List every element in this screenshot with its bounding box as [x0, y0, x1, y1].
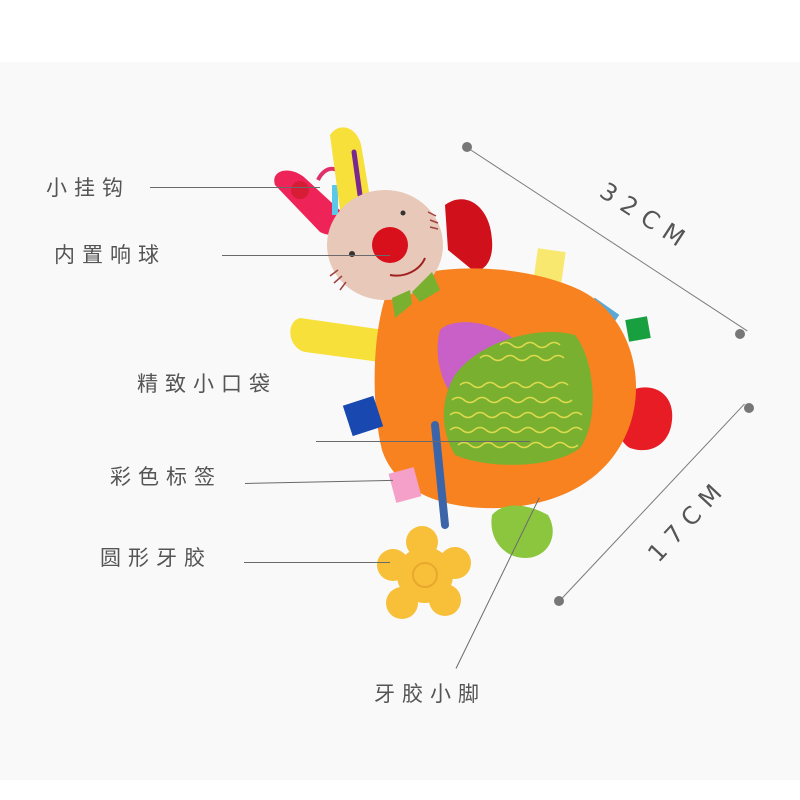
callout-teether-feet-label: 牙胶小脚	[374, 682, 486, 706]
pocket-icon	[443, 331, 593, 465]
tag-pink-icon	[388, 467, 422, 503]
callout-pocket-label: 精致小口袋	[137, 372, 277, 396]
callout-rattle-label: 内置响球	[54, 243, 166, 267]
red-nose-icon	[372, 227, 408, 263]
dim-width-end-dot	[554, 596, 564, 606]
callout-round-teether-leader	[244, 562, 390, 563]
dim-length-end-dot	[735, 329, 745, 339]
callout-hook-label: 小挂钩	[46, 176, 130, 200]
bow-tie-icon	[392, 272, 440, 318]
dim-width-start-dot	[744, 403, 754, 413]
tag-green-icon	[625, 316, 651, 342]
callout-hook-leader	[150, 187, 320, 188]
callout-tags-label: 彩色标签	[110, 465, 222, 489]
yellow-arm-icon	[290, 318, 385, 362]
flower-teether-icon	[377, 526, 471, 619]
tag-moon-icon	[342, 395, 384, 437]
dim-length-start-dot	[462, 142, 472, 152]
red-arm-icon	[445, 199, 493, 271]
callout-pocket-leader	[316, 441, 530, 442]
callout-round-teether-label: 圆形牙胶	[100, 546, 212, 570]
callout-rattle-leader	[222, 255, 390, 256]
